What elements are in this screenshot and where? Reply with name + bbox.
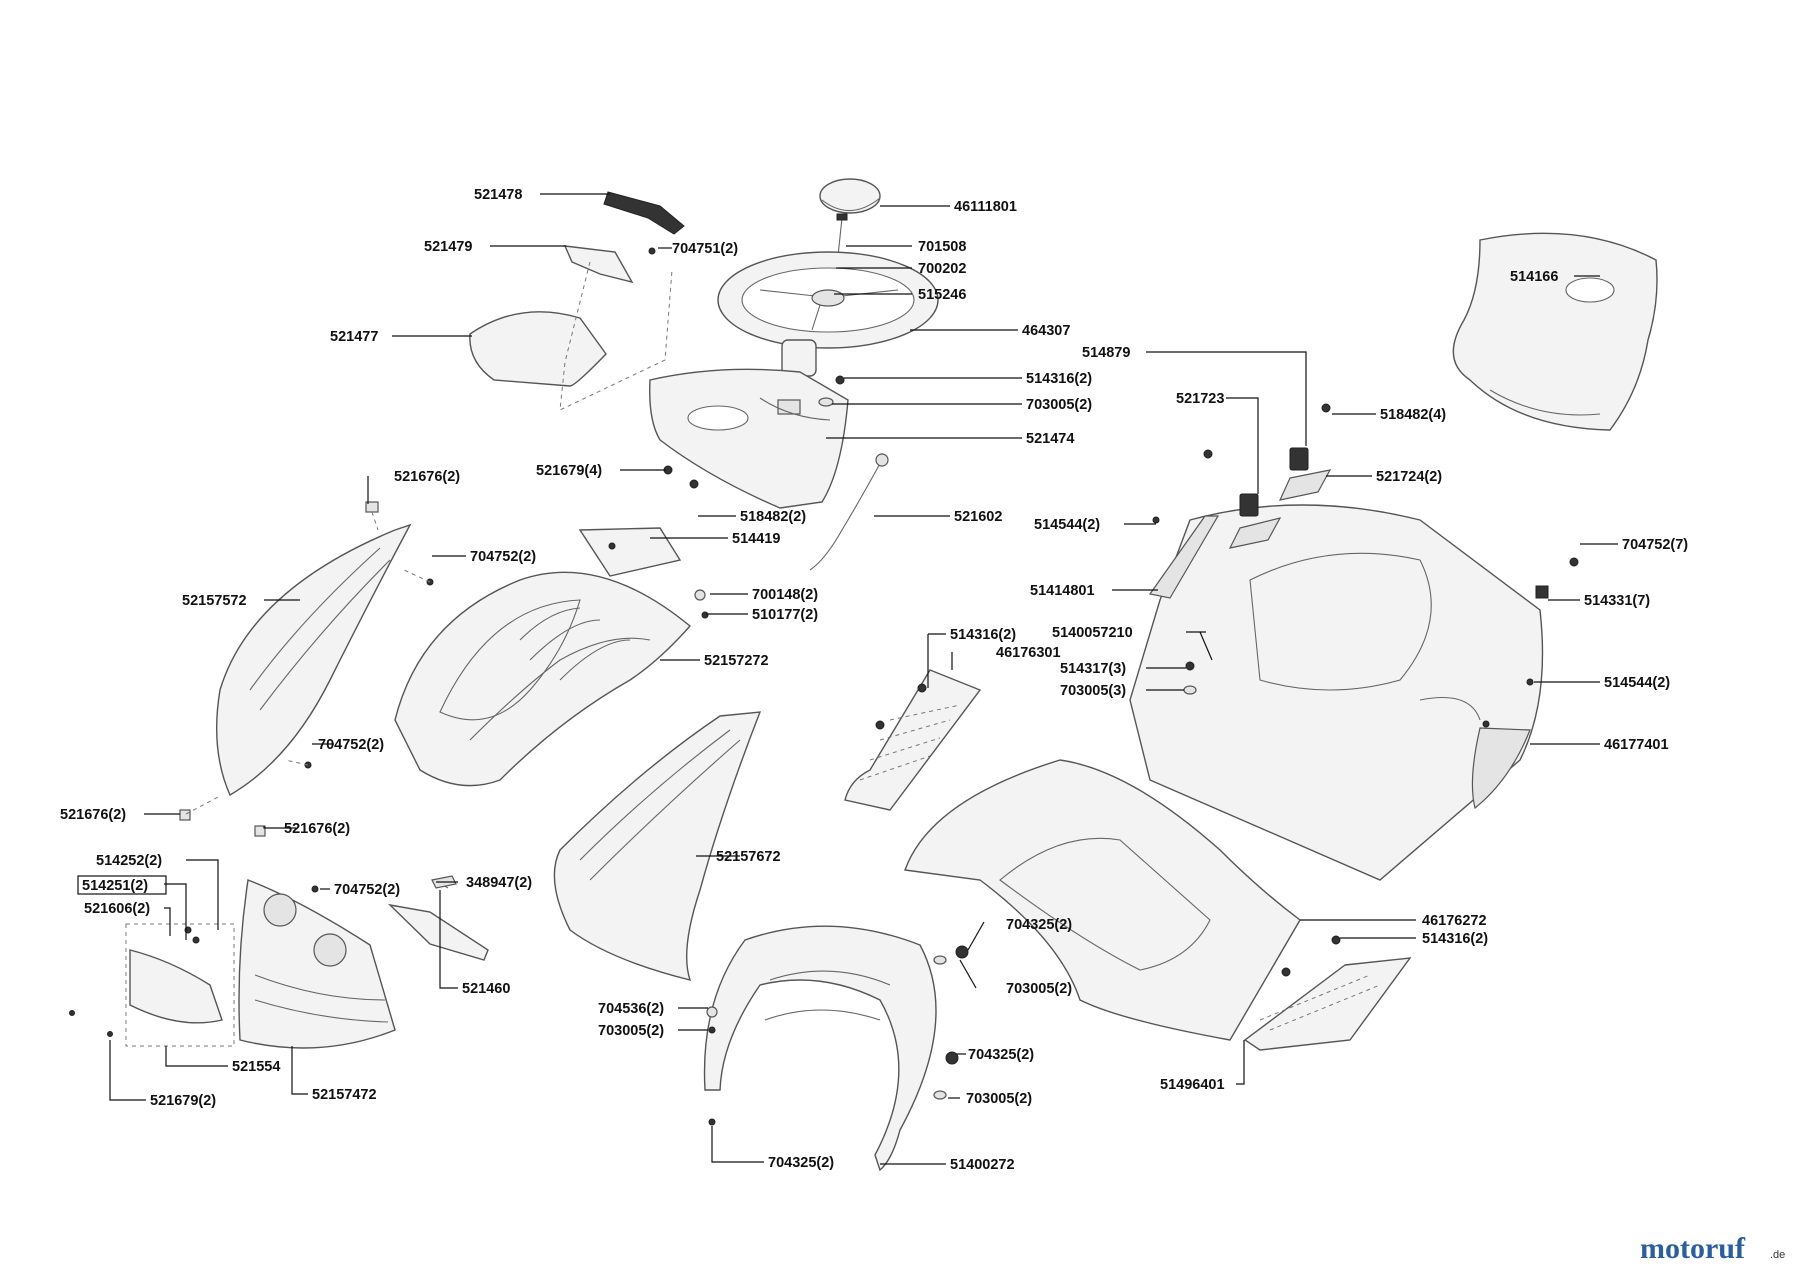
label-521460: 521460 [462, 981, 510, 997]
logo-tld-text: .de [1770, 1249, 1785, 1261]
right-front-panel-part [553, 711, 762, 981]
label-704752-c: 704752(2) [318, 737, 384, 753]
label-514316-c: 514316(2) [1422, 931, 1488, 947]
label-518482-b: 518482(2) [740, 509, 806, 525]
label-348947: 348947(2) [466, 875, 532, 891]
labels-layer: 521478 46111801 521479 704751(2) 701508 … [60, 187, 1688, 1173]
label-46111801: 46111801 [954, 199, 1017, 215]
label-700202: 700202 [918, 261, 966, 277]
label-704325-c: 704325(2) [768, 1155, 834, 1171]
label-514251: 514251(2) [82, 878, 148, 894]
label-51400272: 51400272 [950, 1157, 1015, 1173]
front-fender-part [703, 925, 937, 1172]
label-521676-b: 521676(2) [60, 807, 126, 823]
label-703005-e: 703005(2) [966, 1091, 1032, 1107]
label-704752-d: 704752(2) [334, 882, 400, 898]
label-704751: 704751(2) [672, 241, 738, 257]
label-514419: 514419 [732, 531, 780, 547]
label-521554: 521554 [232, 1059, 280, 1075]
bracket-part [387, 903, 489, 961]
label-521676-a: 521676(2) [394, 469, 460, 485]
label-704536: 704536(2) [598, 1001, 664, 1017]
label-514316-a: 514316(2) [1026, 371, 1092, 387]
label-5140057210: 5140057210 [1052, 625, 1133, 641]
label-514331: 514331(7) [1584, 593, 1650, 609]
label-46177401: 46177401 [1604, 737, 1669, 753]
side-cover-part [1471, 727, 1531, 810]
label-464307: 464307 [1022, 323, 1070, 339]
bonnet-insert-part [578, 527, 682, 577]
throttle-cable-part [809, 459, 883, 571]
label-515246: 515246 [918, 287, 966, 303]
label-514317: 514317(3) [1060, 661, 1126, 677]
label-521606: 521606(2) [84, 901, 150, 917]
label-700148: 700148(2) [752, 587, 818, 603]
label-52157472: 52157472 [312, 1087, 377, 1103]
label-46176272: 46176272 [1422, 913, 1487, 929]
label-52157572: 52157572 [182, 593, 247, 609]
label-plate-part [603, 191, 685, 235]
headlight-part [125, 923, 235, 1047]
label-521676-c: 521676(2) [284, 821, 350, 837]
dashboard-panel-part [649, 368, 849, 509]
label-521474: 521474 [1026, 431, 1074, 447]
left-footplate-part [844, 669, 982, 811]
front-grill-part [238, 879, 396, 1049]
label-521479: 521479 [424, 239, 472, 255]
label-703005-c: 703005(2) [1006, 981, 1072, 997]
side-trim-part [1148, 515, 1220, 599]
label-514316-b: 514316(2) [950, 627, 1016, 643]
steering-cap-part [819, 178, 881, 214]
label-514166: 514166 [1510, 269, 1558, 285]
label-521477: 521477 [330, 329, 378, 345]
label-51496401: 51496401 [1160, 1077, 1225, 1093]
label-521679-b: 521679(2) [150, 1093, 216, 1109]
label-514879: 514879 [1082, 345, 1130, 361]
motoruf-logo: motoruf .de [1640, 1232, 1785, 1265]
label-510177: 510177(2) [752, 607, 818, 623]
label-514544-b: 514544(2) [1604, 675, 1670, 691]
label-704325-a: 704325(2) [1006, 917, 1072, 933]
label-46176301: 46176301 [996, 645, 1061, 661]
right-footplate-part [1243, 957, 1412, 1051]
steering-screw-part [837, 217, 843, 257]
boxed-label-frame [77, 875, 167, 895]
left-side-panel-part [215, 523, 412, 796]
label-704752-b: 704752(7) [1622, 537, 1688, 553]
console-part [469, 311, 607, 387]
label-521478: 521478 [474, 187, 522, 203]
switch-part [1289, 447, 1309, 471]
label-514252: 514252(2) [96, 853, 162, 869]
label-703005-d: 703005(2) [598, 1023, 664, 1039]
rear-body-part [1129, 504, 1544, 881]
label-514544-a: 514544(2) [1034, 517, 1100, 533]
label-704325-b: 704325(2) [968, 1047, 1034, 1063]
label-52157272: 52157272 [704, 653, 769, 669]
parts-layer [69, 178, 1658, 1172]
logo-brand-text: motoruf [1640, 1232, 1746, 1265]
steering-wheel-part [717, 251, 939, 377]
label-51414801: 51414801 [1030, 583, 1095, 599]
switch-plate-part [1278, 469, 1332, 501]
label-704752-a: 704752(2) [470, 549, 536, 565]
seat-part [1452, 232, 1658, 431]
label-703005-a: 703005(2) [1026, 397, 1092, 413]
label-521724: 521724(2) [1376, 469, 1442, 485]
label-701508: 701508 [918, 239, 966, 255]
label-703005-b: 703005(3) [1060, 683, 1126, 699]
main-body-part [904, 759, 1301, 1041]
label-521723: 521723 [1176, 391, 1224, 407]
cover-part [563, 245, 634, 284]
bonnet-part [394, 571, 692, 787]
label-521679-a: 521679(4) [536, 463, 602, 479]
label-518482-a: 518482(4) [1380, 407, 1446, 423]
label-52157672: 52157672 [716, 849, 781, 865]
label-521602: 521602 [954, 509, 1002, 525]
leader-lines [109, 193, 1618, 1165]
